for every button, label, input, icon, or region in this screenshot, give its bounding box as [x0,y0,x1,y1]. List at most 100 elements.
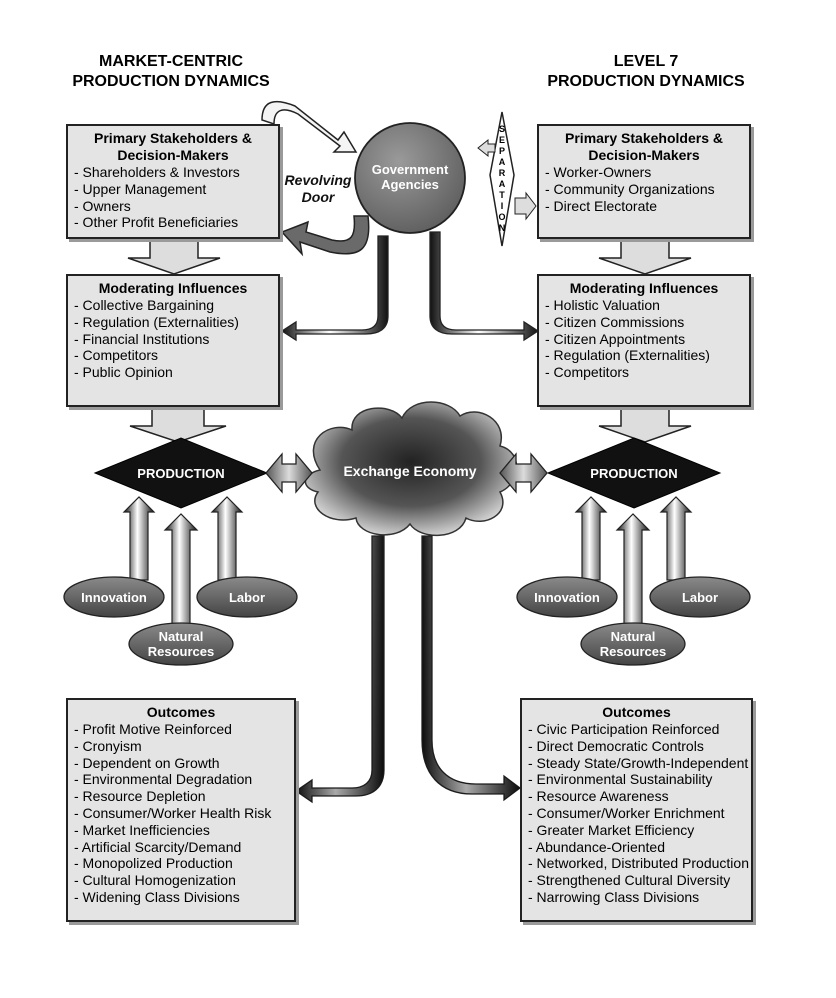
government-label-line2: Agencies [381,177,439,192]
exchange-economy-label: Exchange Economy [343,463,477,479]
innovation-label-right: Innovation [534,590,600,605]
double-arrow-right [499,452,548,494]
left-moderating-box: Moderating Influences - Collective Barga… [66,274,280,407]
left-heading-line2: PRODUCTION DYNAMICS [72,73,270,90]
double-arrow-left [265,452,313,494]
list-item: - Other Profit Beneficiaries [74,214,239,231]
separation-letter: P [498,146,505,156]
revolving-door-arrow [280,215,370,257]
labor-arrow-right [659,496,693,581]
list-item: - Monopolized Production [74,855,233,872]
list-item: - Environmental Degradation [74,771,253,788]
list-item: - Narrowing Class Divisions [528,888,700,905]
government-agencies-label: Government Agencies [360,162,460,192]
left-stakeholders-list: - Shareholders & Investors - Upper Manag… [74,164,272,231]
left-outcomes-list: - Profit Motive Reinforced - Cronyism - … [74,721,288,906]
list-item: - Owners [74,197,131,214]
left-moderating-list: - Collective Bargaining - Regulation (Ex… [74,297,272,381]
innovation-label-left: Innovation [81,590,147,605]
down-arrow-right-2 [598,405,692,443]
government-label-line1: Government [371,162,449,177]
list-item: - Competitors [74,347,159,364]
left-stakeholders-title-line1: Primary Stakeholders & [94,130,252,146]
exchange-to-left-outcomes [294,535,385,804]
natural-label-line2: Resources [599,644,667,659]
production-label-left: PRODUCTION [137,466,225,481]
list-item: - Strengthened Cultural Diversity [528,872,731,889]
separation-arrow-right [514,191,537,221]
revolving-label-line1: Revolving [284,172,352,188]
government-agencies-circle [354,122,466,234]
list-item: - Abundance-Oriented [528,838,665,855]
list-item: - Collective Bargaining [74,297,215,313]
down-arrow-left-1 [127,237,221,275]
down-arrow-left-2 [129,405,227,443]
list-item: - Consumer/Worker Enrichment [528,804,725,821]
list-item: - Cultural Homogenization [74,872,236,889]
left-stakeholders-box: Primary Stakeholders & Decision-Makers -… [66,124,280,239]
list-item: - Direct Electorate [545,197,658,214]
separation-letter: N [498,223,506,233]
natural-label-line1: Natural [610,629,656,644]
natural-label-line1: Natural [158,629,204,644]
labor-label-left: Labor [228,590,266,605]
list-item: - Citizen Commissions [545,313,685,330]
right-moderating-title: Moderating Influences [569,280,719,296]
separation-shape [489,111,515,247]
innovation-arrow-right [574,496,608,581]
list-item: - Networked, Distributed Production [528,855,749,872]
list-item: - Profit Motive Reinforced [74,721,232,737]
right-stakeholders-title-line2: Decision-Makers [588,147,700,163]
list-item: - Financial Institutions [74,330,210,347]
right-stakeholders-title-line1: Primary Stakeholders & [565,130,723,146]
right-moderating-list: - Holistic Valuation - Citizen Commissio… [545,297,743,381]
right-outcomes-list: - Civic Participation Reinforced - Direc… [528,721,749,906]
natural-resources-label-left: Natural Resources [131,629,231,659]
list-item: - Artificial Scarcity/Demand [74,838,242,855]
exchange-economy-cloud [304,401,518,536]
right-outcomes-title: Outcomes [602,704,671,720]
left-moderating-title: Moderating Influences [98,280,248,296]
list-item: - Regulation (Externalities) [545,347,710,364]
list-item: - Shareholders & Investors [74,164,240,180]
exchange-to-left-outcomes-shade [296,536,384,802]
separation-arrow-left [477,138,496,158]
list-item: - Holistic Valuation [545,297,660,313]
natural-arrow-right [615,513,651,627]
labor-oval-right [649,576,751,618]
natural-resources-label-right: Natural Resources [583,629,683,659]
left-stakeholders-title: Primary Stakeholders & Decision-Makers [74,130,272,164]
left-heading: MARKET-CENTRIC PRODUCTION DYNAMICS [40,52,302,92]
production-diamond-right [546,437,722,509]
revolving-label-line2: Door [301,189,335,205]
list-item: - Resource Awareness [528,788,669,805]
list-item: - Civic Participation Reinforced [528,721,720,737]
list-item: - Upper Management [74,180,207,197]
left-heading-line1: MARKET-CENTRIC [99,53,243,70]
list-item: - Widening Class Divisions [74,888,240,905]
left-outcomes-title: Outcomes [146,704,216,720]
separation-letter: I [500,201,504,211]
natural-oval-right [580,622,686,666]
right-stakeholders-title: Primary Stakeholders & Decision-Makers [545,130,743,164]
revolving-door-label: Revolving Door [278,172,358,206]
list-item: - Citizen Appointments [545,330,686,347]
list-item: - Consumer/Worker Health Risk [74,804,272,821]
natural-oval-left [128,622,234,666]
production-label-right: PRODUCTION [590,466,678,481]
left-stakeholders-title-line2: Decision-Makers [117,147,229,163]
separation-letter: A [498,157,506,167]
right-heading-line2: PRODUCTION DYNAMICS [547,73,745,90]
list-item: - Direct Democratic Controls [528,737,704,754]
list-item: - Community Organizations [545,180,715,197]
separation-letter: A [498,179,506,189]
list-item: - Public Opinion [74,364,173,381]
separation-letter: T [499,190,505,200]
list-item: - Dependent on Growth [74,754,220,771]
natural-arrow-left [163,513,199,627]
exchange-to-right-outcomes-shade [422,536,520,800]
list-item: - Worker-Owners [545,164,652,180]
left-outcomes-box: Outcomes - Profit Motive Reinforced - Cr… [66,698,296,922]
labor-label-right: Labor [681,590,719,605]
